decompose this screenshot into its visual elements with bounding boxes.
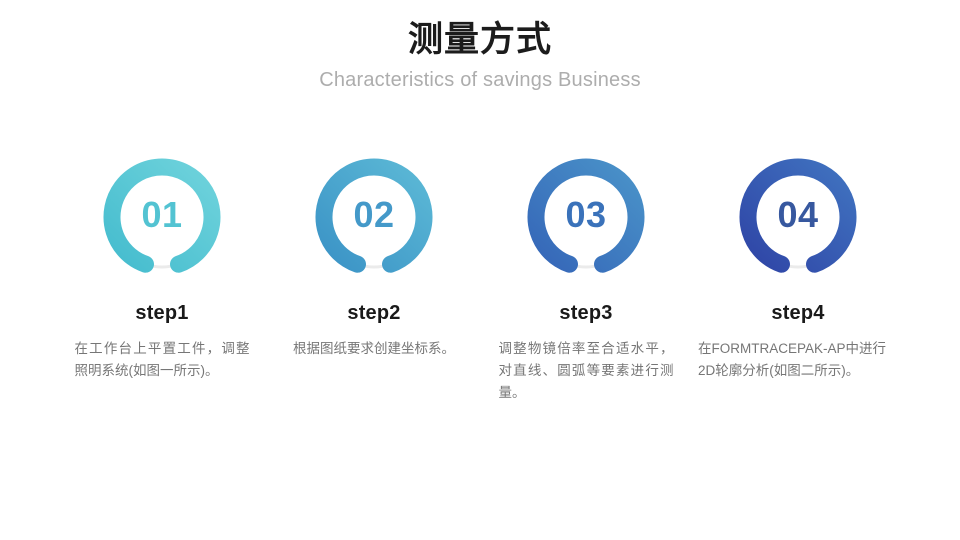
step-item-4[interactable]: 04 step4 在FORMTRACEPAK-AP中进行2D轮廓分析(如图二所示…: [698, 152, 898, 404]
step-label-4: step4: [771, 302, 825, 324]
step-item-2[interactable]: 02 step2 根据图纸要求创建坐标系。: [274, 152, 474, 404]
progress-ring-4: 04: [733, 152, 863, 282]
steps-container: 01 step1 在工作台上平置工件，调整照明系统(如图一所示)。 02 ste…: [0, 152, 960, 404]
progress-ring-2: 02: [309, 152, 439, 282]
step-item-3[interactable]: 03 step3 调整物镜倍率至合适水平，对直线、圆弧等要素进行测量。: [486, 152, 686, 404]
step-label-3: step3: [559, 302, 613, 324]
page-header: 测量方式 Characteristics of savings Business: [0, 18, 960, 94]
ring-number-1: 01: [141, 194, 183, 235]
ring-arc-4: [739, 158, 857, 273]
ring-number-3: 03: [565, 194, 607, 235]
step-label-2: step2: [347, 302, 401, 324]
step-body-1: 在工作台上平置工件，调整照明系统(如图一所示)。: [74, 341, 250, 378]
ring-arc-3: [527, 158, 645, 273]
step-label-1: step1: [135, 302, 189, 324]
ring-number-4: 04: [777, 194, 819, 235]
step-body-3: 调整物镜倍率至合适水平，对直线、圆弧等要素进行测量。: [498, 341, 674, 400]
page-title: 测量方式: [407, 20, 552, 59]
step-body-2: 根据图纸要求创建坐标系。: [293, 341, 455, 356]
ring-graphic-1: [103, 158, 221, 273]
ring-graphic-2: [315, 158, 433, 273]
step-body-4: 在FORMTRACEPAK-AP中进行2D轮廓分析(如图二所示)。: [698, 341, 887, 378]
ring-graphic-3: [527, 158, 645, 273]
ring-number-2: 02: [353, 194, 395, 235]
ring-arc-2: [315, 158, 433, 273]
step-item-1[interactable]: 01 step1 在工作台上平置工件，调整照明系统(如图一所示)。: [62, 152, 262, 404]
progress-ring-1: 01: [97, 152, 227, 282]
page-subtitle: Characteristics of savings Business: [319, 69, 641, 91]
ring-graphic-4: [739, 158, 857, 273]
ring-arc-1: [103, 158, 221, 273]
progress-ring-3: 03: [521, 152, 651, 282]
